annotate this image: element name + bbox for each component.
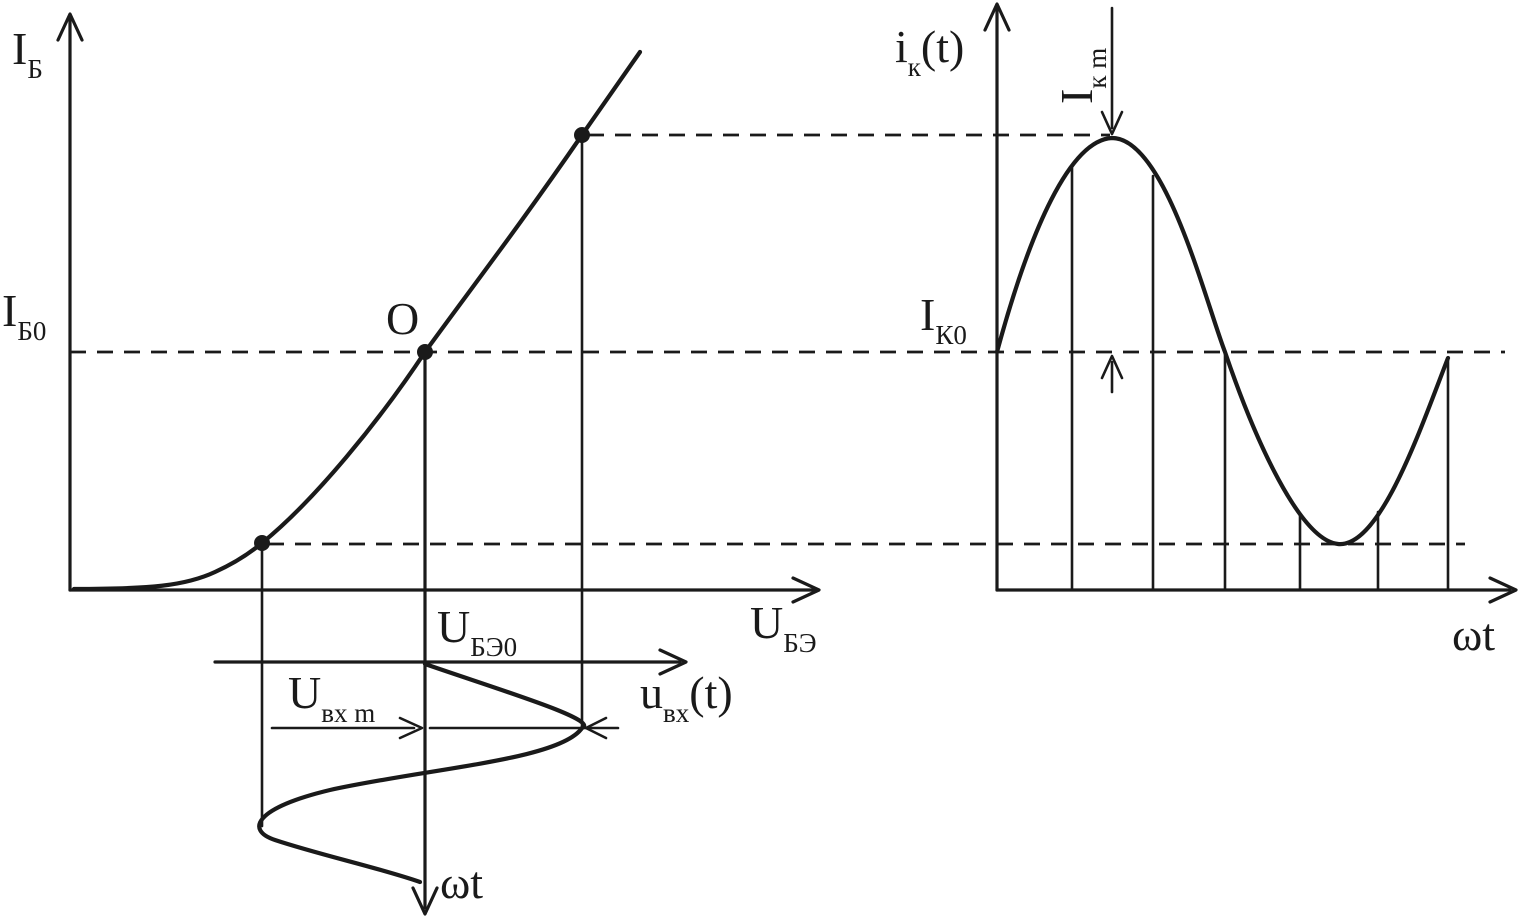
- wt-right-label: ωt: [1452, 609, 1495, 660]
- wt-lower-label: ωt: [440, 857, 483, 908]
- collector-current-plot: iк(t) IК0 ωt Iк m: [895, 2, 1518, 660]
- ik-amp-bottom-arrowhead: [1100, 354, 1124, 380]
- point-o-label: O: [386, 293, 419, 344]
- ib-axis-label: IБ: [12, 23, 43, 84]
- uin-peak-arrowhead: [584, 716, 608, 740]
- ib0-label: IБ0: [2, 285, 46, 346]
- input-sine-curve: [257, 661, 587, 885]
- characteristic-curve: [71, 49, 643, 592]
- input-signal-plot: Uвх m uвх(t) ωt: [213, 350, 733, 916]
- ik-axis-arrow: [983, 2, 1011, 32]
- input-characteristic-plot: IБ IБ0 O UБЭ UБЭ0: [2, 12, 1505, 828]
- collector-sine-curve: [994, 135, 1451, 547]
- min-operating-point: [254, 535, 270, 551]
- ube-axis-arrow: [791, 576, 821, 604]
- uin-t-label: uвх(t): [640, 667, 733, 728]
- ube-axis-label: UБЭ: [750, 597, 817, 658]
- uin-amp-arrowhead: [398, 716, 424, 740]
- ik-amp-label: Iк m: [1051, 48, 1112, 104]
- wt-right-axis-arrow: [1488, 576, 1518, 604]
- ib-axis-arrow: [56, 12, 84, 42]
- ik0-label: IК0: [920, 289, 967, 350]
- uin-amp-label: Uвх m: [288, 667, 375, 728]
- ik-t-label: iк(t): [895, 21, 964, 82]
- ik-amp-top-arrowhead: [1100, 110, 1124, 136]
- uin-axis-arrow: [658, 648, 688, 676]
- max-operating-point: [574, 127, 590, 143]
- ube0-label: UБЭ0: [437, 601, 517, 662]
- wt-lower-axis-arrow: [411, 886, 439, 916]
